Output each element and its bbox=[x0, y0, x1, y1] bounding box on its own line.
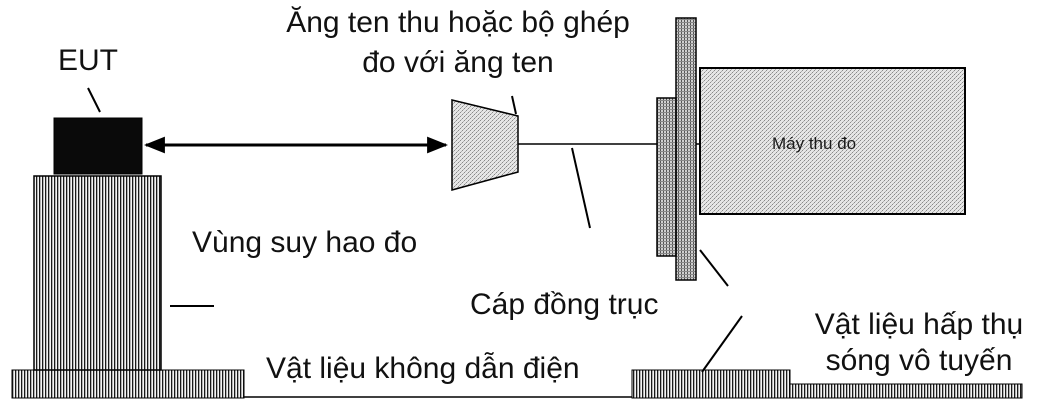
absorber-label-line1: Vật liệu hấp thụ bbox=[814, 308, 1024, 341]
floor-absorber-right-high bbox=[631, 369, 791, 399]
receiving-antenna-icon bbox=[451, 99, 519, 191]
antenna-leader-line bbox=[511, 95, 517, 115]
absorber-wall-panel-short bbox=[656, 97, 677, 257]
absorber-leader-line-lower bbox=[701, 315, 743, 373]
absorber-leader-line-upper bbox=[699, 249, 729, 287]
floor-non-conductive-left bbox=[11, 369, 245, 399]
attenuation-zone-label: Vùng suy hao đo bbox=[192, 226, 418, 259]
receiver-label: Máy thu đo bbox=[772, 134, 857, 153]
coax-leader-line bbox=[571, 147, 591, 229]
eut-block bbox=[53, 117, 143, 175]
floor-absorber-right-low bbox=[789, 383, 1023, 399]
receiver-box bbox=[699, 67, 966, 215]
non-conductive-material-label: Vật liệu không dẫn điện bbox=[266, 352, 580, 385]
antenna-label-line1: Ăng ten thu hoặc bộ ghép bbox=[286, 6, 630, 39]
eut-label: EUT bbox=[58, 44, 118, 77]
eut-leader-line bbox=[87, 87, 101, 113]
antenna-label-line2: đo với ăng ten bbox=[362, 46, 554, 79]
absorber-wall-panel-tall bbox=[675, 17, 697, 281]
absorber-label-line2: sóng vô tuyến bbox=[825, 344, 1013, 377]
eut-support-pillar bbox=[33, 175, 162, 371]
coax-cable-label: Cáp đồng trục bbox=[470, 288, 659, 321]
